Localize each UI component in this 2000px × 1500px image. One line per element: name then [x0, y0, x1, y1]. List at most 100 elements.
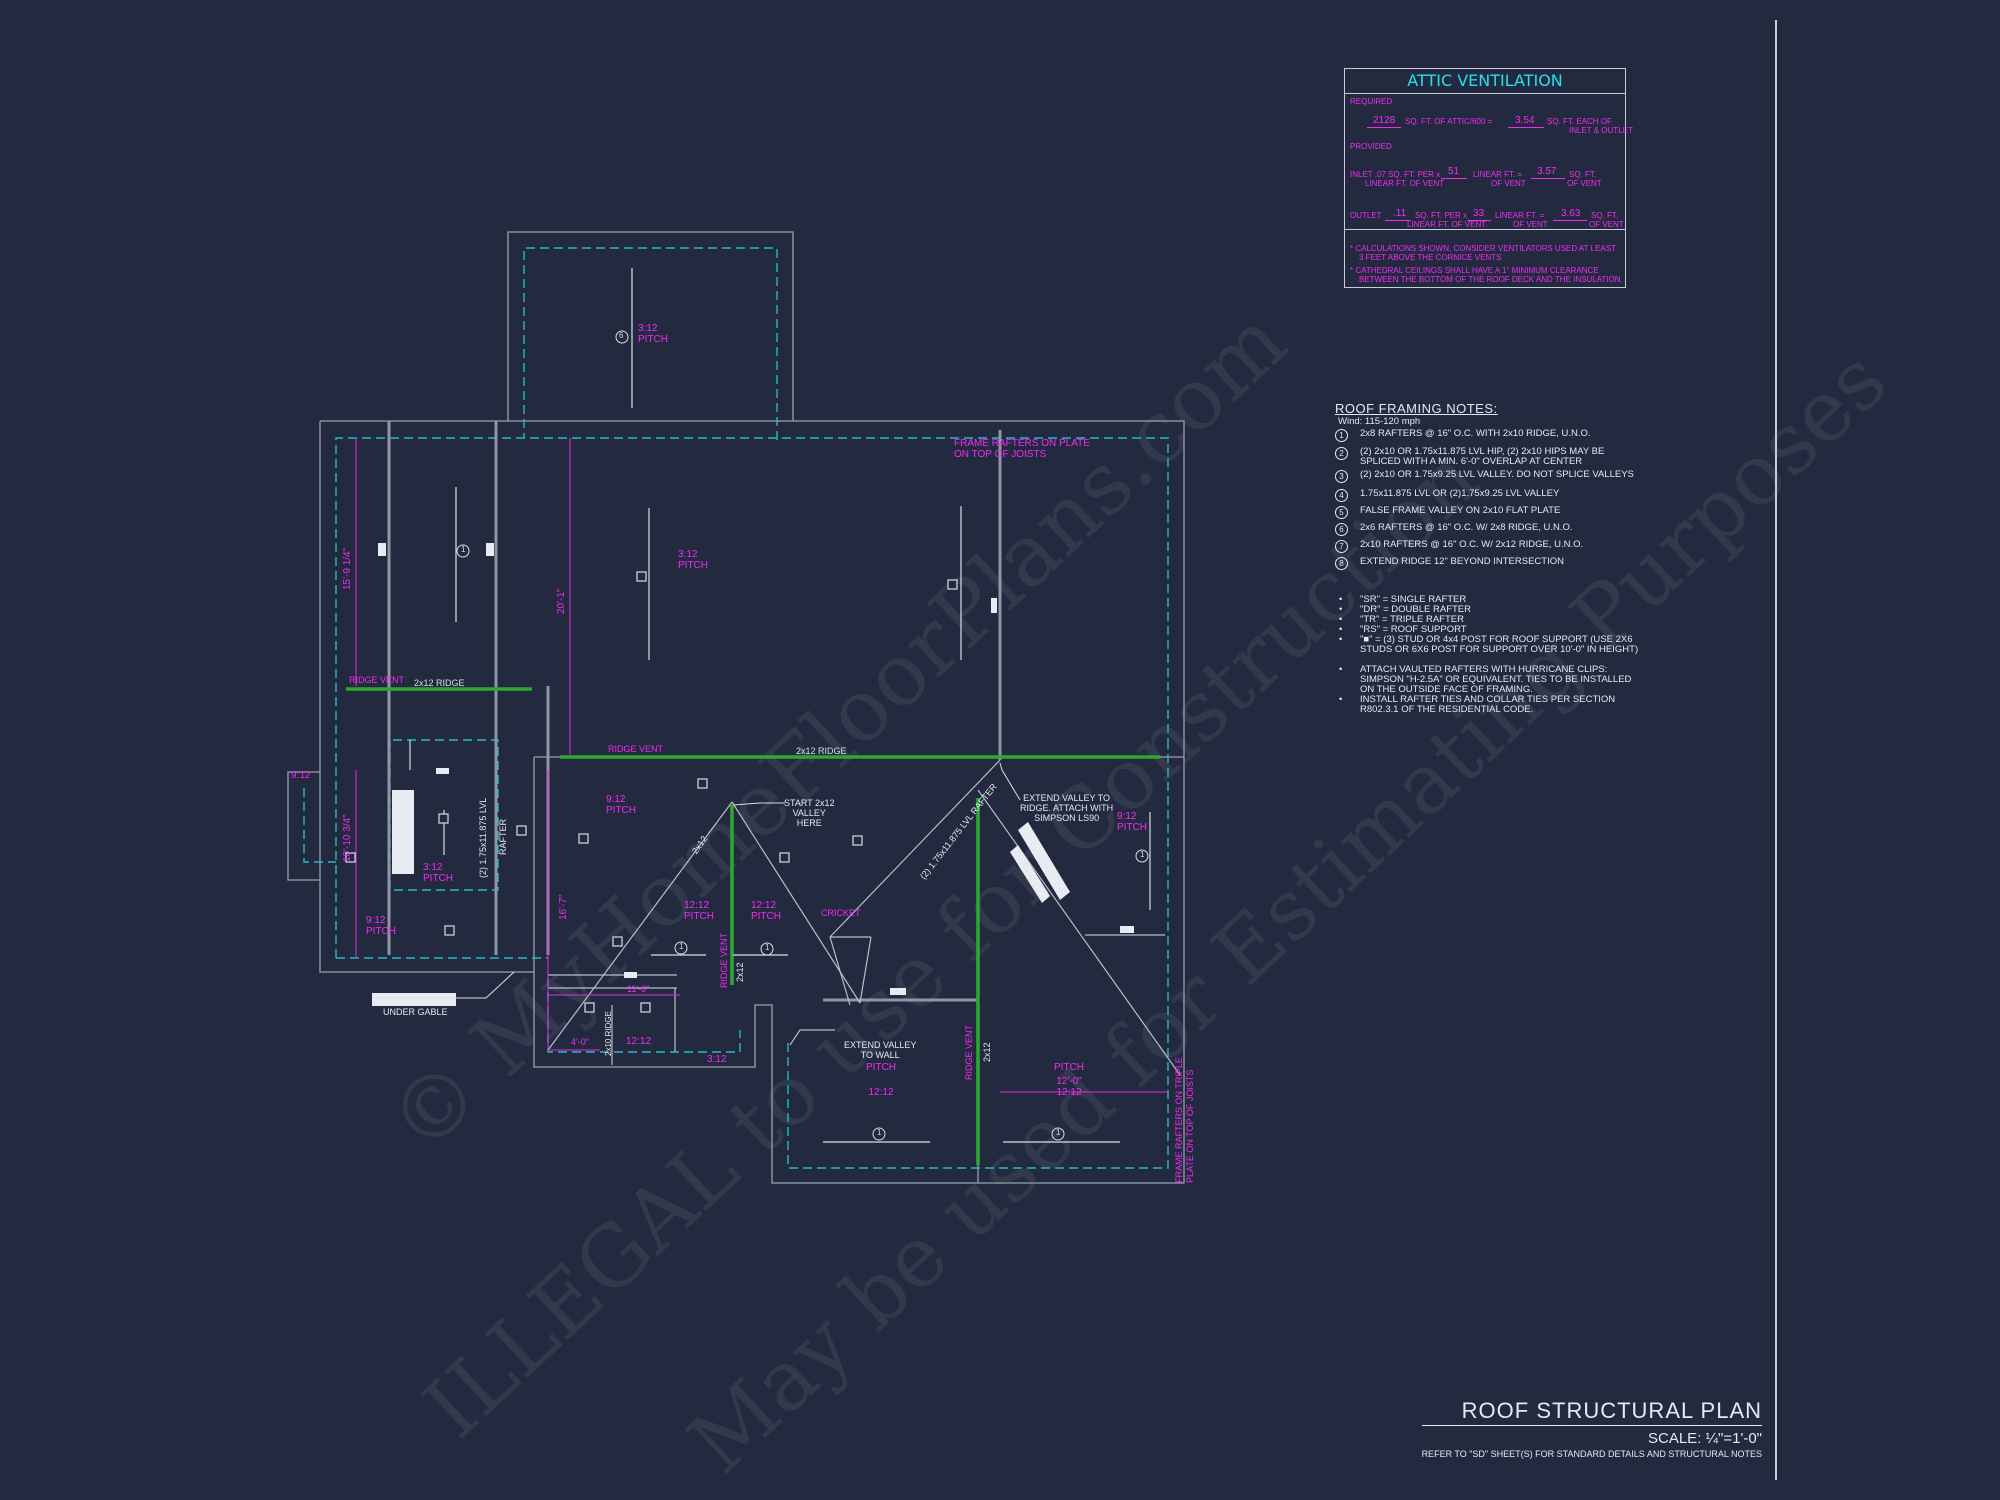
- title-block: ROOF STRUCTURAL PLAN SCALE: ¼"=1'-0" REF…: [1421, 1398, 1762, 1459]
- pitch-word-9c: PITCH: [366, 926, 396, 937]
- sheet-scale: SCALE: ¼"=1'-0": [1648, 1430, 1762, 1447]
- under-gable-label: UNDER GABLE: [383, 1007, 448, 1017]
- vent-note1b: 3 FEET ABOVE THE CORNICE VENTS: [1359, 253, 1502, 262]
- bullet-text: "RS" = ROOF SUPPORT: [1360, 624, 1467, 635]
- frame-rafters-vertical2: PLATE ON TOP OF JOISTS: [1185, 1069, 1195, 1183]
- pitch-word-12d: PITCH: [1054, 1062, 1084, 1073]
- vent-outlet-result-unit: SQ. FT.: [1591, 211, 1619, 220]
- ridge-vent-left: RIDGE VENT: [349, 675, 405, 685]
- twox12-vertical-b: 2x12: [982, 1042, 992, 1062]
- frame-rafters-note: FRAME RAFTERS ON PLATE: [954, 438, 1090, 449]
- bullet-text: "SR" = SINGLE RAFTER: [1360, 594, 1467, 605]
- extend-valley-note3: SIMPSON LS90: [1034, 813, 1100, 823]
- cricket-label: CRICKET: [821, 908, 861, 918]
- vent-inlet-ft-unit: LINEAR FT. =: [1473, 170, 1523, 179]
- vent-inlet-result: 3.57: [1537, 166, 1557, 177]
- tag-1-b: 1: [679, 942, 684, 951]
- dimension-lines: [355, 438, 1168, 1093]
- ridge-vent-center: RIDGE VENT: [608, 744, 664, 754]
- vent-outlet-result: 3.63: [1561, 208, 1581, 219]
- framing-notes-wind: Wind: 115-120 mph: [1338, 416, 1421, 427]
- vent-outlet-ft-unit2: OF VENT: [1513, 220, 1548, 229]
- pitch-12-12-a: 12:12: [684, 900, 710, 911]
- exterior-walls: [287, 231, 1185, 1184]
- note-number-badge: 8: [1335, 557, 1348, 570]
- note-text: (2) 2x10 OR 1.75x11.875 LVL HIP, (2) 2x1…: [1360, 446, 1605, 467]
- bullet-dot: •: [1339, 664, 1343, 675]
- vent-inlet-result-unit2: OF VENT: [1567, 179, 1602, 188]
- note-number-badge: 6: [1335, 523, 1348, 536]
- vent-required-area-unit: SQ. FT. OF ATTIC/600 =: [1405, 117, 1493, 126]
- roof-support-posts: [372, 543, 1134, 1006]
- extend-wall-note2: TO WALL: [860, 1050, 900, 1060]
- vent-required-result-unit2: INLET & OUTLET: [1569, 126, 1633, 135]
- dim-20-1: 20'-1": [556, 588, 567, 614]
- frame-rafters-vertical: FRAME RAFTERS ON TRIPLE: [1174, 1057, 1184, 1183]
- note-text: EXTEND RIDGE 12" BEYOND INTERSECTION: [1360, 556, 1564, 567]
- pitch-12-12-b: 12:12: [751, 900, 777, 911]
- pitch-word-12c: PITCH: [866, 1062, 896, 1073]
- note-text: 2x8 RAFTERS @ 16" O.C. WITH 2x10 RIDGE, …: [1360, 428, 1591, 439]
- vent-inlet-label: INLET .07 SQ. FT. PER x: [1350, 170, 1441, 179]
- pitch-word-main: PITCH: [678, 560, 708, 571]
- vent-required-result-unit: SQ. FT. EACH OF: [1547, 117, 1612, 126]
- note-number-badge: 4: [1335, 489, 1348, 502]
- note-number-badge: 7: [1335, 540, 1348, 553]
- pitch-word-12a: PITCH: [684, 911, 714, 922]
- start-valley-note: START 2x12: [784, 798, 835, 808]
- tag-markers: [345, 571, 958, 1013]
- ridge-2x10-vertical: 2x10 RIDGE: [604, 1011, 613, 1056]
- dim-10-10: 10'-10 3/4": [342, 814, 353, 862]
- rafter-direction-arrows: [409, 268, 1151, 1143]
- pitch-9-12-c: 9:12: [366, 915, 386, 926]
- ridge-vent-vertical-b: RIDGE VENT: [964, 1024, 974, 1080]
- lvl-rafter-label: (2) 1.75x11.875 LVL: [478, 797, 488, 878]
- sheet-reference: REFER TO "SD" SHEET(S) FOR STANDARD DETA…: [1421, 1449, 1762, 1459]
- bullet-dot: •: [1339, 604, 1343, 615]
- vent-outlet-result-unit2: OF VENT: [1589, 220, 1624, 229]
- pitch-9-12-side: 9:12: [291, 770, 311, 781]
- extend-valley-note2: RIDGE. ATTACH WITH: [1020, 803, 1114, 813]
- note-text: 1.75x11.875 LVL OR (2)1.75x9.25 LVL VALL…: [1360, 488, 1560, 499]
- tag-1-f: 1: [1140, 850, 1145, 859]
- vent-outlet-ft-unit: LINEAR FT. =: [1495, 211, 1545, 220]
- pitch-3-12-bottom: 3:12: [707, 1054, 727, 1065]
- bullet-dot: •: [1339, 594, 1343, 605]
- vent-note1: * CALCULATIONS SHOWN, CONSIDER VENTILATO…: [1350, 244, 1616, 253]
- pitch-label-main: 3:12: [678, 549, 698, 560]
- vent-required-label: REQUIRED: [1350, 97, 1393, 106]
- vent-note2: * CATHEDRAL CEILINGS SHALL HAVE A 1" MIN…: [1350, 266, 1599, 275]
- vent-inlet-ft: 51: [1448, 166, 1460, 177]
- bullet-dot: •: [1339, 624, 1343, 635]
- start-valley-note2: VALLEY: [792, 808, 826, 818]
- twox12-vertical-a: 2x12: [735, 962, 745, 982]
- pitch-9-12-b: 9:12: [1117, 811, 1137, 822]
- vent-inlet-label2: LINEAR FT. OF VENT: [1365, 179, 1445, 188]
- vent-outlet-rate-unit2: LINEAR FT. OF VENT: [1407, 220, 1487, 229]
- dim-15-9: 15'-9 1/4": [342, 547, 353, 590]
- note-number-badge: 2: [1335, 447, 1348, 460]
- note-text: 2x10 RAFTERS @ 16" O.C. W/ 2x12 RIDGE, U…: [1360, 539, 1584, 550]
- pitch-12-12-c: 12:12: [868, 1087, 894, 1098]
- vent-note2b: BETWEEN THE BOTTOM OF THE ROOF DECK AND …: [1359, 275, 1623, 284]
- vent-inlet-result-unit: SQ. FT.: [1569, 170, 1597, 179]
- pitch-9-12-a: 9:12: [606, 794, 626, 805]
- tag-6: 6: [619, 331, 624, 340]
- rafter-tags: [456, 330, 1149, 1141]
- vent-outlet-rate: .11: [1393, 208, 1407, 219]
- vent-outlet-rate-unit: SQ. FT. PER x: [1415, 211, 1468, 220]
- pitch-word-3l: PITCH: [423, 873, 453, 884]
- tag-1-e: 1: [1056, 1128, 1061, 1137]
- vent-inlet-ft-unit2: OF VENT: [1491, 179, 1526, 188]
- dim-11-6: 11'-6": [627, 984, 650, 994]
- vent-required-result: 3.54: [1515, 115, 1535, 126]
- note-text: FALSE FRAME VALLEY ON 2x10 FLAT PLATE: [1360, 505, 1561, 516]
- pitch-3-12-left: 3:12: [423, 862, 443, 873]
- framing-notes-title: ROOF FRAMING NOTES:: [1335, 401, 1498, 416]
- note-number-badge: 5: [1335, 506, 1348, 519]
- ridge-vent-vertical-a: RIDGE VENT: [719, 932, 729, 988]
- tag-1-a: 1: [461, 545, 466, 554]
- sheet-border-line: [1775, 20, 1777, 1480]
- note-text: 2x6 RAFTERS @ 16" O.C. W/ 2x8 RIDGE, U.N…: [1360, 522, 1573, 533]
